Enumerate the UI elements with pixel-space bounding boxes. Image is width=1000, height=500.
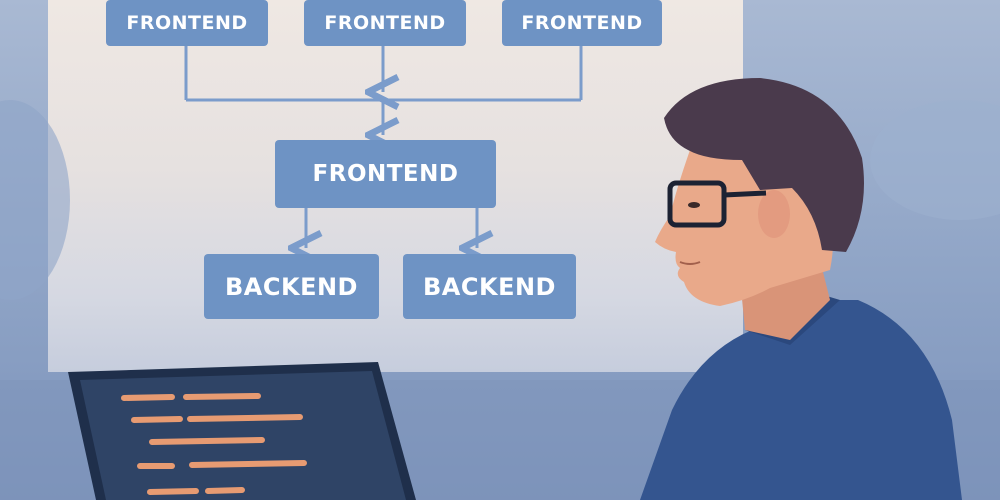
code-line [187,414,303,422]
frontend-box-2-label: FRONTEND [324,12,446,34]
eye [688,202,700,208]
mouth [679,261,701,265]
code-line [131,416,183,423]
cloud-left [0,100,70,300]
ear [758,190,790,238]
code-lines [121,393,307,495]
frontend-main-box: FRONTEND [275,140,496,208]
code-line [147,488,199,495]
code-line [189,460,307,468]
code-line [121,394,175,401]
frontend-box-3: FRONTEND [502,0,662,46]
frontend-box-3-label: FRONTEND [521,12,643,34]
cloud-right [870,100,1000,220]
glasses-icon [667,180,767,228]
code-line [205,487,245,494]
backend-box-2: BACKEND [403,254,576,319]
frontend-box-2: FRONTEND [304,0,466,46]
backend-box-1: BACKEND [204,254,379,319]
code-line [149,437,265,445]
hair [664,78,864,252]
frontend-box-1-label: FRONTEND [126,12,248,34]
code-line [183,393,261,400]
frontend-main-box-label: FRONTEND [312,161,459,187]
frontend-box-1: FRONTEND [106,0,268,46]
backend-box-1-label: BACKEND [225,272,358,301]
shirt [640,300,962,500]
backend-box-2-label: BACKEND [423,272,556,301]
